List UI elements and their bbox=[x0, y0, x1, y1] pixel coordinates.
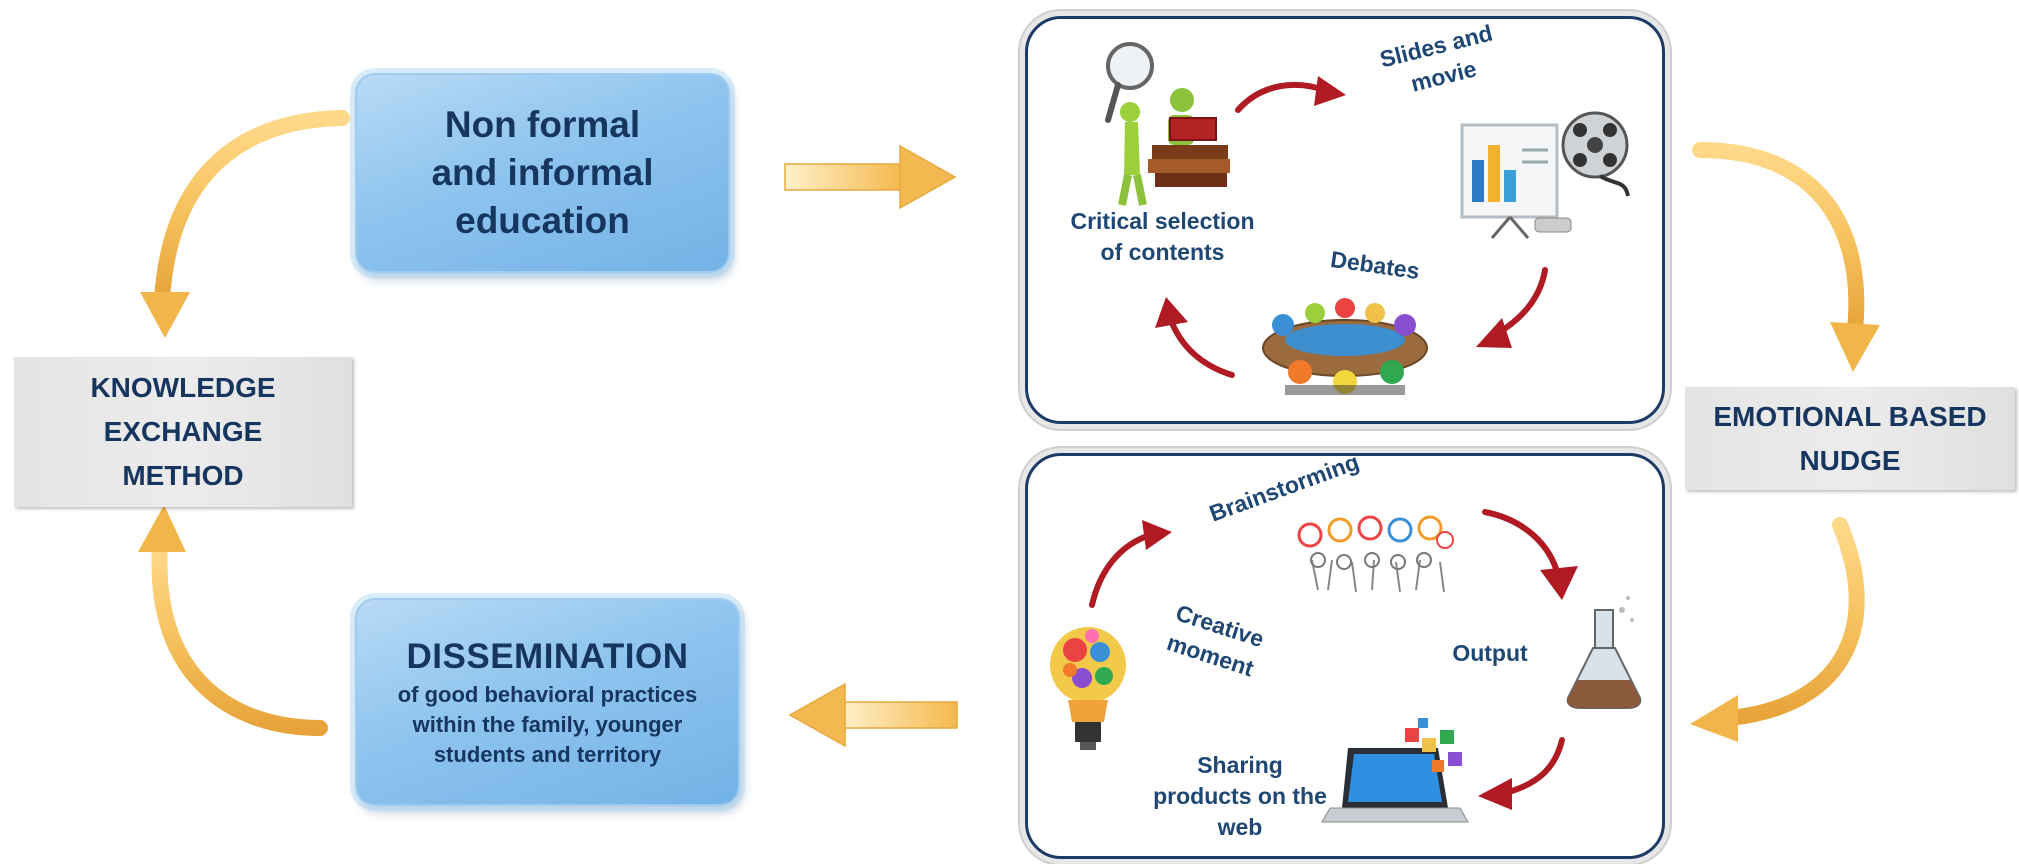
knowledge-line-3: METHOD bbox=[122, 460, 244, 491]
dissemination-line-3: students and territory bbox=[433, 742, 662, 767]
emotional-line-1: EMOTIONAL BASED bbox=[1713, 400, 1987, 432]
red-arrow-critical-to-slides bbox=[1235, 76, 1346, 113]
emotional-nudge-label: EMOTIONAL BASED NUDGE bbox=[1685, 387, 2015, 490]
nonformal-line-3: education bbox=[455, 200, 630, 241]
sharing-line-1: Sharing bbox=[1197, 752, 1283, 778]
critical-selection-label: Critical selection of contents bbox=[1050, 206, 1275, 268]
red-arrow-debates-to-critical bbox=[1155, 297, 1235, 378]
gold-arrow-left bbox=[788, 682, 958, 748]
magnifier-reading-figure-icon bbox=[1105, 42, 1230, 206]
critical-line-1: Critical selection bbox=[1070, 208, 1255, 234]
dissemination-box: DISSEMINATION of good behavioral practic… bbox=[355, 598, 740, 806]
laptop-web-icon bbox=[1321, 718, 1469, 823]
dissemination-line-1: of good behavioral practices bbox=[397, 682, 698, 707]
red-arrow-brainstorming-to-output bbox=[1482, 509, 1578, 600]
dissemination-title: DISSEMINATION bbox=[406, 637, 689, 676]
projector-screen-icon bbox=[1460, 123, 1572, 239]
brainstorming-people-icon bbox=[1297, 515, 1454, 593]
knowledge-line-1: KNOWLEDGE bbox=[90, 372, 276, 403]
emotional-line-2: NUDGE bbox=[1799, 444, 1901, 476]
gold-curve-arrow-top-right bbox=[1692, 142, 1880, 372]
output-text: Output bbox=[1452, 640, 1528, 666]
lightbulb-creative-icon bbox=[1050, 627, 1126, 750]
debate-table-icon bbox=[1262, 298, 1428, 395]
gold-curve-arrow-bottom-left bbox=[138, 505, 328, 736]
film-reel-icon bbox=[1561, 111, 1630, 197]
red-arrow-slides-to-debates bbox=[1476, 267, 1548, 348]
nonformal-line-2: and informal bbox=[431, 152, 654, 193]
sharing-line-3: web bbox=[1217, 814, 1263, 840]
knowledge-exchange-label: KNOWLEDGE EXCHANGE METHOD bbox=[14, 357, 352, 507]
flask-output-icon bbox=[1566, 596, 1642, 709]
critical-line-2: of contents bbox=[1100, 239, 1225, 265]
sharing-products-label: Sharing products on the web bbox=[1140, 750, 1340, 843]
red-arrow-creative-to-brainstorming bbox=[1089, 520, 1172, 608]
red-arrow-output-to-sharing bbox=[1478, 737, 1565, 810]
knowledge-line-2: EXCHANGE bbox=[103, 416, 263, 447]
dissemination-line-2: within the family, younger bbox=[412, 712, 683, 737]
sharing-line-2: products on the bbox=[1153, 783, 1327, 809]
gold-arrow-right bbox=[784, 144, 957, 210]
nonformal-education-box: Non formal and informal education bbox=[355, 73, 730, 273]
nonformal-line-1: Non formal bbox=[444, 104, 641, 145]
gold-curve-arrow-bottom-right bbox=[1690, 517, 1865, 742]
gold-curve-arrow-top-left bbox=[140, 110, 350, 338]
output-label: Output bbox=[1435, 638, 1545, 669]
